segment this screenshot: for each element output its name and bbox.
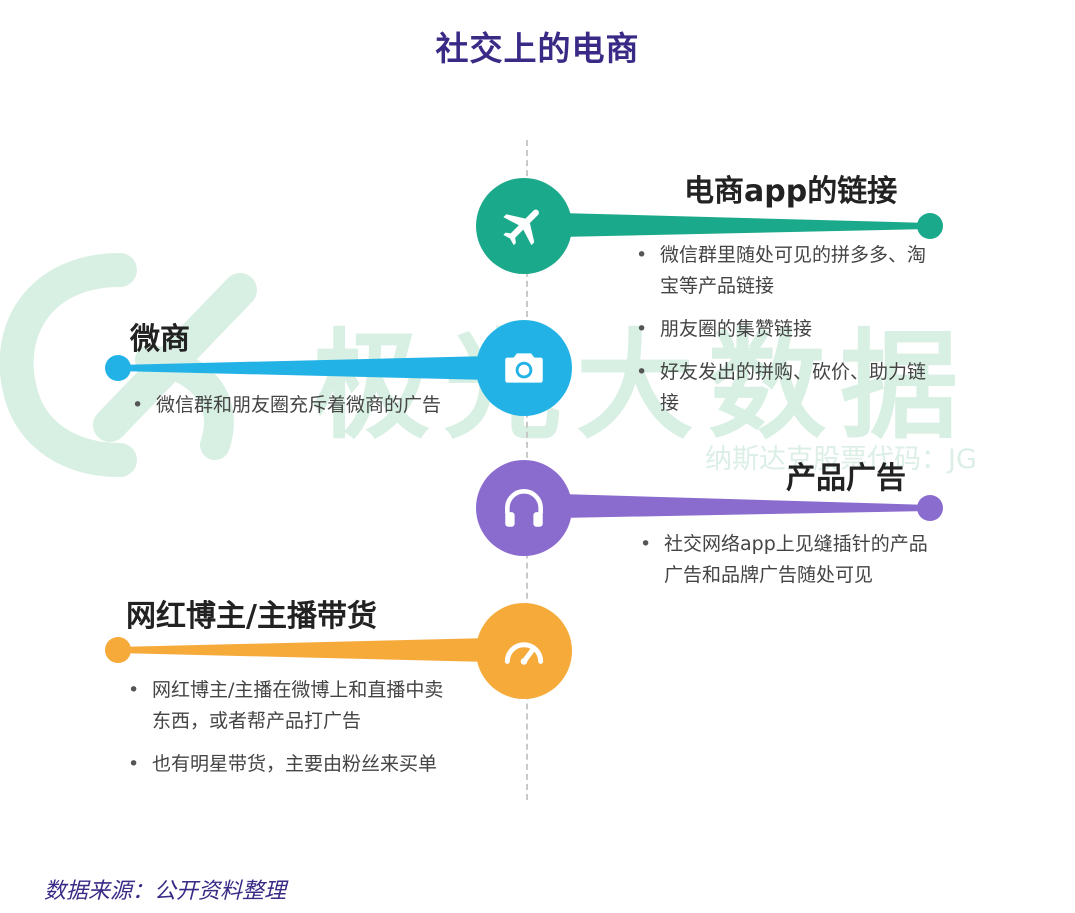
circle-wechat-business bbox=[476, 320, 572, 416]
list-item: 微信群和朋友圈充斥着微商的广告 bbox=[128, 390, 446, 421]
heading-influencer-sales: 网红博主/主播带货 bbox=[126, 599, 377, 634]
page-title: 社交上的电商 bbox=[435, 29, 640, 68]
dot-product-ads bbox=[917, 495, 943, 521]
headphones-icon bbox=[505, 489, 543, 527]
list-app-links: 微信群里随处可见的拼多多、淘宝等产品链接 朋友圈的集赞链接 好友发出的拼购、砍价… bbox=[632, 240, 944, 431]
list-item: 社交网络app上见缝插针的产品广告和品牌广告随处可见 bbox=[636, 529, 936, 591]
circle-product-ads bbox=[476, 460, 572, 556]
list-influencer-sales: 网红博主/主播在微博上和直播中卖东西，或者帮产品打广告 也有明星带货，主要由粉丝… bbox=[124, 675, 446, 792]
connector-1 bbox=[560, 213, 930, 237]
list-item: 好友发出的拼购、砍价、助力链接 bbox=[632, 357, 944, 419]
speedometer-icon bbox=[504, 642, 544, 665]
heading-product-ads: 产品广告 bbox=[786, 461, 906, 496]
dot-wechat-business bbox=[105, 355, 131, 381]
dot-influencer-sales bbox=[105, 637, 131, 663]
list-wechat-business: 微信群和朋友圈充斥着微商的广告 bbox=[128, 390, 446, 433]
dot-app-links bbox=[917, 213, 943, 239]
data-source: 数据来源：公开资料整理 bbox=[44, 879, 287, 904]
circle-app-links bbox=[476, 178, 572, 274]
heading-app-links: 电商app的链接 bbox=[684, 174, 898, 209]
list-item: 网红博主/主播在微博上和直播中卖东西，或者帮产品打广告 bbox=[124, 675, 446, 737]
connector-3 bbox=[560, 494, 930, 518]
connector-4 bbox=[118, 638, 490, 662]
connector-2 bbox=[118, 356, 490, 380]
airplane-icon bbox=[503, 209, 539, 246]
list-item: 微信群里随处可见的拼多多、淘宝等产品链接 bbox=[632, 240, 944, 302]
watermark-ticker: 纳斯达克股票代码：JG bbox=[705, 444, 977, 475]
camera-icon bbox=[505, 353, 543, 383]
list-item: 也有明星带货，主要由粉丝来买单 bbox=[124, 749, 446, 780]
list-item: 朋友圈的集赞链接 bbox=[632, 314, 944, 345]
list-product-ads: 社交网络app上见缝插针的产品广告和品牌广告随处可见 bbox=[636, 529, 936, 603]
circle-influencer-sales bbox=[476, 603, 572, 699]
heading-wechat-business: 微商 bbox=[130, 322, 190, 357]
